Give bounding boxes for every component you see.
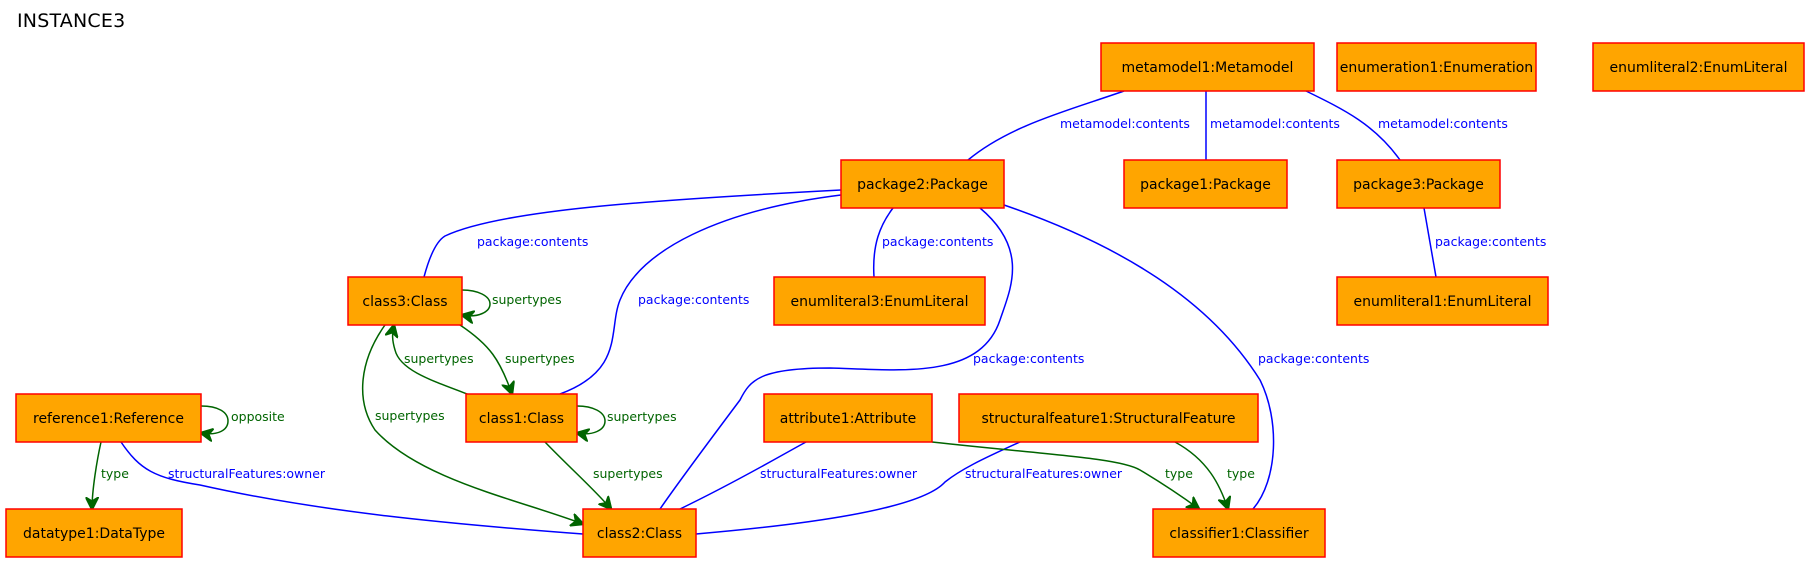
node-label-enumliteral1: enumliteral1:EnumLiteral [1354, 294, 1532, 310]
node-box-package1 [1123, 159, 1288, 209]
edge-label-c1-c2: supertypes [593, 466, 663, 481]
edge-a1-cl1 [931, 441, 1199, 509]
diagram-title: INSTANCE3 [17, 10, 126, 32]
node-label-class2: class2:Class [597, 526, 682, 542]
edge-label-p2-c2: package:contents [973, 351, 1084, 366]
edge-label-r1-dt1: type [101, 466, 129, 481]
edge-label-sf1-c2: structuralFeatures:owner [965, 466, 1123, 481]
node-label-structuralfeature1: structuralfeature1:StructuralFeature [981, 411, 1235, 427]
edge-label-c3-self: supertypes [492, 292, 562, 307]
edge-a1-c2 [679, 441, 807, 510]
edge-p2-c2 [659, 207, 1014, 510]
edge-r1-dt1 [92, 441, 102, 509]
edge-label-mm-p2: metamodel:contents [1060, 116, 1190, 131]
edge-c3-self [462, 289, 491, 316]
node-enumliteral1[interactable]: enumliteral1:EnumLiteral [1336, 276, 1549, 326]
edge-c1-self [577, 405, 606, 434]
node-box-classifier1 [1152, 508, 1326, 558]
node-label-reference1: reference1:Reference [33, 411, 184, 427]
edge-label-a1-c2: structuralFeatures:owner [760, 466, 918, 481]
edge-c3-c1 [459, 324, 512, 394]
edge-r1-c2 [120, 441, 584, 535]
edge-r1-self [201, 405, 229, 434]
node-label-class3: class3:Class [362, 294, 447, 310]
edge-label-c3-c1: supertypes [505, 351, 575, 366]
node-label-enumliteral3: enumliteral3:EnumLiteral [791, 294, 969, 310]
edge-labels-layer: metamodel:contents metamodel:contents meta… [101, 116, 1546, 481]
edge-label-p2-el3: package:contents [882, 234, 993, 249]
edge-label-mm-p1: metamodel:contents [1210, 116, 1340, 131]
node-box-enumliteral3 [773, 276, 986, 326]
node-box-datatype1 [5, 508, 183, 558]
node-enumliteral3[interactable]: enumliteral3:EnumLiteral [773, 276, 986, 326]
edge-p3-el1 [1423, 207, 1437, 278]
node-label-enumliteral2: enumliteral2:EnumLiteral [1610, 60, 1788, 76]
node-metamodel1[interactable]: metamodel1:Metamodel [1100, 42, 1315, 92]
node-reference1[interactable]: reference1:Reference [15, 393, 202, 443]
node-box-attribute1 [763, 393, 933, 443]
node-box-class1 [465, 393, 578, 443]
edge-p2-c3 [423, 189, 842, 278]
node-label-classifier1: classifier1:Classifier [1169, 526, 1309, 542]
node-datatype1[interactable]: datatype1:DataType [5, 508, 183, 558]
node-enumliteral2[interactable]: enumliteral2:EnumLiteral [1592, 42, 1805, 92]
node-box-enumeration1 [1336, 42, 1537, 92]
edge-label-p2-c1: package:contents [638, 292, 749, 307]
edge-c1-c3 [393, 325, 471, 396]
edge-p2-cl1 [1003, 204, 1275, 510]
edge-label-c1-c3: supertypes [404, 351, 474, 366]
node-label-package2: package2:Package [857, 177, 988, 193]
edge-label-r1-c2: structuralFeatures:owner [168, 466, 326, 481]
node-label-metamodel1: metamodel1:Metamodel [1122, 60, 1294, 76]
edge-label-r1-self: opposite [231, 409, 285, 424]
node-label-enumeration1: enumeration1:Enumeration [1340, 60, 1533, 76]
node-label-package1: package1:Package [1140, 177, 1271, 193]
node-package2[interactable]: package2:Package [840, 159, 1005, 209]
edge-label-a1-cl1: type [1165, 466, 1193, 481]
edge-mm-p2 [967, 90, 1125, 161]
edge-c3-c2 [362, 324, 583, 524]
node-label-package3: package3:Package [1353, 177, 1484, 193]
node-box-package3 [1336, 159, 1501, 209]
edge-label-c3-c2: supertypes [375, 408, 445, 423]
edge-sf1-c2 [695, 441, 1021, 535]
node-box-enumliteral1 [1336, 276, 1549, 326]
node-class3[interactable]: class3:Class [347, 276, 463, 326]
edge-p2-c1 [559, 194, 842, 395]
nodes-layer: metamodel1:Metamodel enumeration1:Enumera… [5, 42, 1805, 558]
edges-layer [92, 90, 1437, 535]
edge-label-mm-p3: metamodel:contents [1378, 116, 1508, 131]
node-label-class1: class1:Class [479, 411, 564, 427]
node-box-metamodel1 [1100, 42, 1315, 92]
node-label-attribute1: attribute1:Attribute [780, 411, 917, 427]
node-box-enumliteral2 [1592, 42, 1805, 92]
edge-label-p2-cl1: package:contents [1258, 351, 1369, 366]
edge-mm-p3 [1305, 90, 1401, 161]
node-box-class3 [347, 276, 463, 326]
edge-p2-el3 [872, 207, 894, 278]
node-class2[interactable]: class2:Class [582, 508, 697, 558]
node-box-reference1 [15, 393, 202, 443]
node-box-class2 [582, 508, 697, 558]
node-box-package2 [840, 159, 1005, 209]
edge-c1-c2 [544, 441, 611, 509]
node-package3[interactable]: package3:Package [1336, 159, 1501, 209]
edge-sf1-cl1 [1174, 441, 1228, 509]
edge-label-p2-c3: package:contents [477, 234, 588, 249]
node-label-datatype1: datatype1:DataType [23, 526, 165, 542]
node-box-structuralfeature1 [958, 393, 1259, 443]
edge-label-sf1-cl1: type [1227, 466, 1255, 481]
node-attribute1[interactable]: attribute1:Attribute [763, 393, 933, 443]
node-enumeration1[interactable]: enumeration1:Enumeration [1336, 42, 1537, 92]
edge-label-c1-self: supertypes [607, 409, 677, 424]
edge-label-p3-el1: package:contents [1435, 234, 1546, 249]
node-classifier1[interactable]: classifier1:Classifier [1152, 508, 1326, 558]
node-class1[interactable]: class1:Class [465, 393, 578, 443]
node-package1[interactable]: package1:Package [1123, 159, 1288, 209]
node-structuralfeature1[interactable]: structuralfeature1:StructuralFeature [958, 393, 1259, 443]
